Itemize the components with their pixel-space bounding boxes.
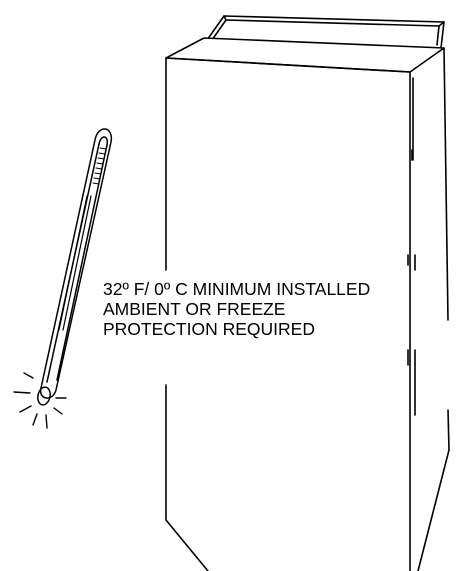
cabinet-side-edge: [417, 47, 450, 571]
thermometer-icon: [13, 128, 113, 429]
warning-line-1: 32º F/ 0º C MINIMUM INSTALLED: [103, 279, 371, 299]
furnace-cabinet: [165, 15, 450, 571]
thermometer-mercury: [58, 195, 92, 331]
thermometer-inner-tube: [56, 136, 109, 381]
freeze-burst-icon: [13, 372, 67, 429]
freeze-warning-label: 32º F/ 0º C MINIMUM INSTALLED AMBIENT OR…: [103, 279, 428, 343]
thermometer-bulb: [37, 386, 51, 406]
thermometer-outer-tube: [39, 128, 113, 399]
cabinet-front-panel: [165, 57, 411, 571]
warning-line-2: AMBIENT OR FREEZE: [103, 299, 286, 319]
cabinet-front-highlight: [412, 77, 416, 416]
warning-line-3: PROTECTION REQUIRED: [103, 319, 315, 339]
thermometer-scale: [92, 147, 107, 185]
